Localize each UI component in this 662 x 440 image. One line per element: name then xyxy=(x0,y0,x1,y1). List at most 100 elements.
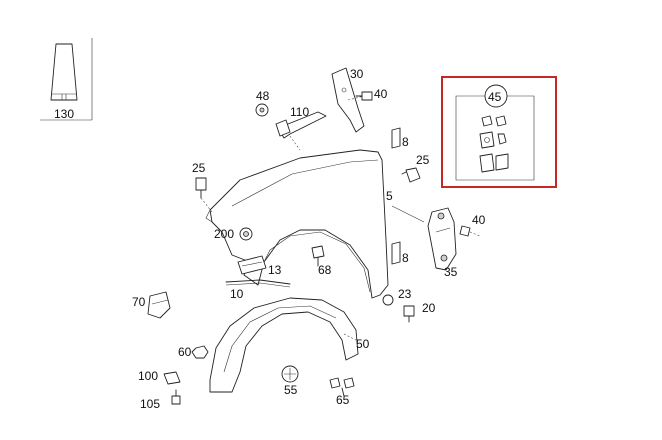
plate-13-shape xyxy=(237,255,267,275)
part-45-highlight[interactable]: 45 xyxy=(441,76,557,188)
pad-bottom-shape xyxy=(391,241,401,265)
liner-outline xyxy=(209,297,359,393)
kit-nut-1-hole xyxy=(484,137,490,143)
label-45: 45 xyxy=(488,90,502,104)
label-13: 13 xyxy=(268,263,282,277)
part-110-bracket[interactable] xyxy=(275,111,327,151)
liner-rib xyxy=(223,305,337,373)
part-130-trim xyxy=(50,43,78,101)
label-23: 23 xyxy=(398,287,412,301)
clip-65-a xyxy=(329,377,341,389)
leader-110 xyxy=(289,135,301,151)
part-45-kit-box xyxy=(455,95,535,181)
fender-crease xyxy=(231,159,379,207)
label-110: 110 xyxy=(290,105,309,119)
screw-right-shank xyxy=(469,231,481,237)
label-5: 5 xyxy=(386,189,393,203)
screw-105-head xyxy=(171,395,181,405)
label-105: 105 xyxy=(140,397,160,411)
bracket-70-line xyxy=(151,299,169,305)
part-20-bolt[interactable] xyxy=(403,305,415,323)
bracket-35-rib xyxy=(435,227,451,233)
grommet-inner xyxy=(243,231,249,237)
kit-nut-2 xyxy=(497,133,507,145)
bracket-35-hole-bottom xyxy=(440,254,448,262)
part-55-grommet[interactable] xyxy=(281,365,299,383)
leader-5 xyxy=(391,205,425,223)
screw-right-head xyxy=(459,225,471,237)
part-25-bolt-left[interactable] xyxy=(195,177,213,213)
label-8-top: 8 xyxy=(402,135,409,149)
part-30-hole xyxy=(341,87,347,93)
fender-outline xyxy=(209,149,389,299)
label-35: 35 xyxy=(444,265,458,279)
part-13-plate[interactable] xyxy=(237,255,267,275)
label-55: 55 xyxy=(284,383,298,397)
pad-top-shape xyxy=(391,127,401,149)
part-130-detail xyxy=(52,93,76,100)
kit-clip-4 xyxy=(495,153,509,171)
bolt-head xyxy=(195,177,207,191)
part-8-pad-top[interactable] xyxy=(391,127,401,149)
part-40-screw-right[interactable] xyxy=(459,225,481,237)
leader-30 xyxy=(347,95,365,101)
part-50-liner[interactable] xyxy=(209,297,359,393)
highlight-frame xyxy=(441,76,557,188)
label-70: 70 xyxy=(132,295,146,309)
part-65-clips[interactable] xyxy=(329,377,355,397)
bolt-right-shank xyxy=(401,171,407,175)
label-25-right: 25 xyxy=(416,153,430,167)
bolt-20-head xyxy=(403,305,415,317)
part-25-bolt-right[interactable] xyxy=(401,167,421,183)
clip-100-shape xyxy=(163,371,181,385)
part-10-trim[interactable] xyxy=(225,279,291,288)
kit-clip-1 xyxy=(481,115,493,127)
fender-front-tip xyxy=(205,209,213,223)
label-130: 130 xyxy=(54,107,74,121)
wheel-arch-edge xyxy=(261,231,371,293)
plate-13-line xyxy=(241,261,263,267)
part-60-nut[interactable] xyxy=(191,345,209,359)
part-105-screw[interactable] xyxy=(171,389,181,405)
part-68-clip[interactable] xyxy=(311,245,325,267)
part-23-washer[interactable] xyxy=(382,294,394,306)
label-200: 200 xyxy=(214,227,234,241)
bracket-35-hole-top xyxy=(437,212,445,220)
part-30-bracket[interactable] xyxy=(331,67,365,133)
label-25-left: 25 xyxy=(192,161,206,175)
nut-60-shape xyxy=(191,345,209,359)
bracket-70-shape xyxy=(147,291,171,319)
label-40-right: 40 xyxy=(472,213,486,227)
leader-25-left xyxy=(200,197,213,213)
part-100-clip[interactable] xyxy=(163,371,181,385)
grommet-55-cross xyxy=(284,368,296,380)
part-8-pad-bottom[interactable] xyxy=(391,241,401,265)
label-68: 68 xyxy=(318,263,332,277)
fender-part-5[interactable] xyxy=(205,149,389,299)
part-200-grommet[interactable] xyxy=(239,227,253,241)
part-35-bracket[interactable] xyxy=(427,207,457,271)
label-100: 100 xyxy=(138,369,158,383)
kit-clip-2 xyxy=(495,115,507,127)
washer-inner xyxy=(259,107,265,113)
screw-head xyxy=(361,91,373,101)
bolt-right-head xyxy=(405,167,421,183)
label-20: 20 xyxy=(422,301,436,315)
label-30: 30 xyxy=(350,67,364,81)
trim-10-line xyxy=(225,279,291,285)
bracket-35-shape xyxy=(427,207,457,271)
trim-10-line2 xyxy=(225,282,291,288)
label-10: 10 xyxy=(230,287,244,301)
part-45-callout xyxy=(484,84,508,108)
kit-nut-1 xyxy=(479,131,495,149)
part-70-bracket[interactable] xyxy=(147,291,171,319)
part-130-inset[interactable]: 130 xyxy=(40,38,93,121)
part-48-washer[interactable] xyxy=(255,103,269,117)
inset-frame xyxy=(40,38,93,121)
label-40-top: 40 xyxy=(374,87,388,101)
clip-65-b xyxy=(343,377,355,389)
label-8-bottom: 8 xyxy=(402,251,409,265)
washer-23 xyxy=(382,294,394,306)
part-40-screw-top[interactable] xyxy=(355,91,373,101)
